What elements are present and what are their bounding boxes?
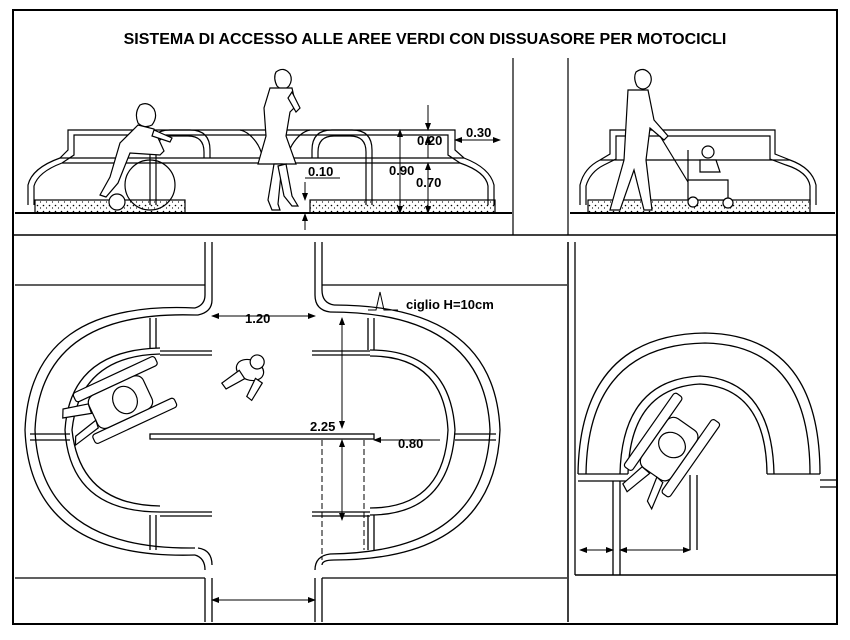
curb-note: ciglio H=10cm — [406, 297, 494, 312]
dim-opening-width: 1.20 — [245, 311, 270, 326]
pedestrian-woman-icon — [257, 68, 301, 211]
drawing-title: SISTEMA DI ACCESSO ALLE AREE VERDI CON D… — [124, 31, 727, 48]
pedestrian-plan-icon — [220, 354, 265, 402]
dim-half-width: 0.80 — [398, 436, 423, 451]
pedestrian-with-stroller-icon — [609, 68, 734, 211]
drawing-frame — [12, 9, 838, 625]
elevation-dimensions — [302, 105, 501, 230]
dim-rail-gap: 0.20 — [417, 133, 442, 148]
plan-dimensions — [211, 291, 440, 603]
dim-inner-length: 2.25 — [310, 419, 335, 434]
wheelchair-plan-icon-right — [622, 392, 721, 511]
dim-rail-overhang: 0.30 — [466, 125, 491, 140]
wheelchair-user-icon — [99, 103, 176, 211]
dim-total-height: 0.90 — [389, 163, 414, 178]
wheelchair-plan-icon — [62, 355, 178, 447]
right-plan — [567, 242, 837, 622]
dim-rail-height: 0.70 — [416, 175, 441, 190]
dim-curb-height: 0.10 — [308, 164, 333, 179]
